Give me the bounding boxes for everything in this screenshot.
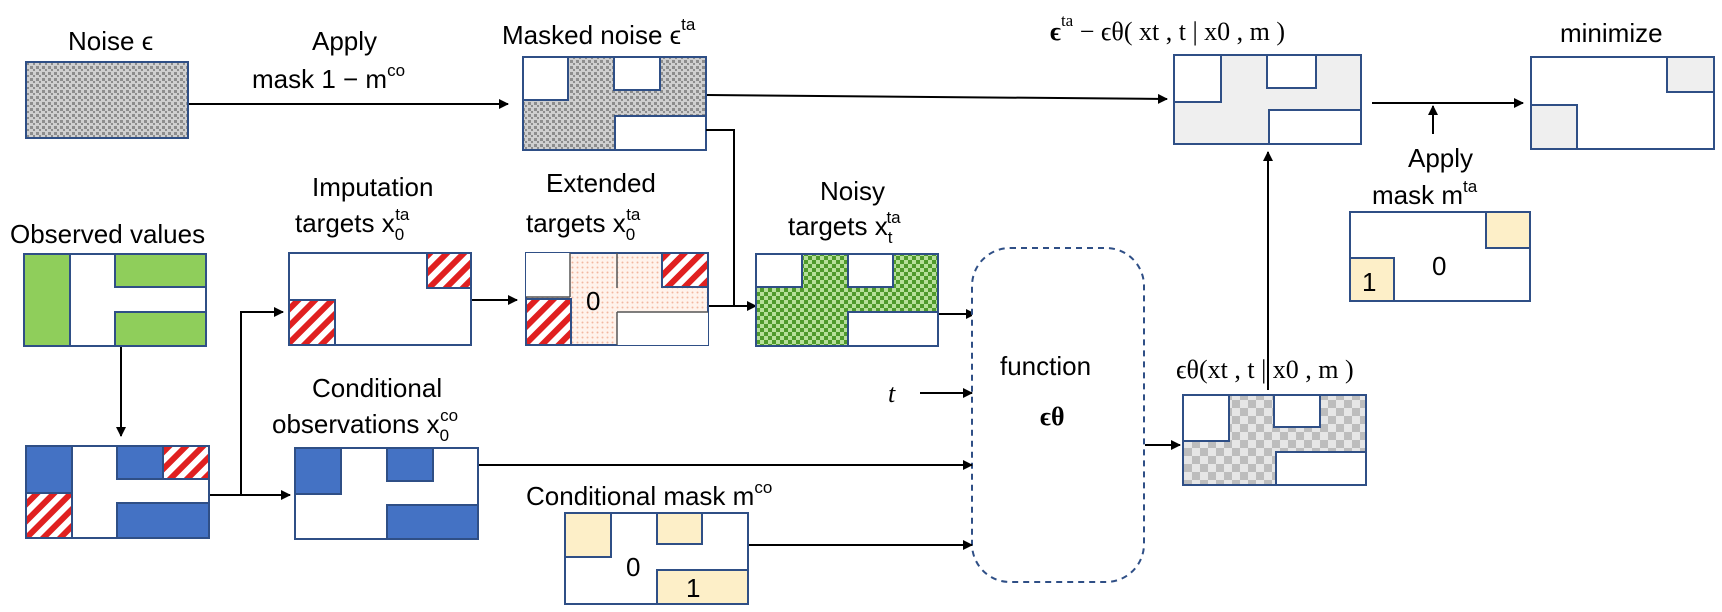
noisy-label-line1: Noisy	[820, 176, 885, 206]
extended-label-line2: targets x0ta	[526, 205, 641, 244]
svg-text:1: 1	[1362, 267, 1376, 297]
minimize-label: minimize	[1560, 18, 1663, 48]
imputation-targets-box	[288, 252, 472, 346]
arrow-masked-to-noisy	[706, 129, 735, 306]
extended-targets-box: 0	[525, 252, 709, 346]
apply-mask-label-line1: Apply	[312, 26, 377, 56]
svg-text:1: 1	[686, 573, 700, 603]
apply-mask-ta-line2: mask mta	[1372, 177, 1478, 210]
noise-label: Noise ϵ	[68, 26, 153, 56]
function-label: function	[1000, 351, 1091, 381]
masked-noise-box	[522, 56, 707, 151]
t-input-label: t	[888, 379, 896, 408]
loss-expression: ϵta − ϵθ( xt , t | x0 , m )	[1050, 11, 1285, 46]
masked-noise-label: Masked noise ϵta	[502, 15, 696, 50]
function-symbol: ϵθ	[1040, 402, 1065, 431]
conditional-label-line2: observations x0co	[272, 406, 458, 445]
noisy-targets-box	[755, 253, 939, 347]
loss-box	[1173, 54, 1362, 145]
minimize-box	[1530, 56, 1715, 150]
noise-box	[25, 61, 189, 139]
conditional-observations-box	[294, 447, 479, 540]
svg-text:0: 0	[586, 286, 600, 316]
function-node	[971, 247, 1145, 583]
arrow-split-to-imputation	[210, 307, 284, 496]
extended-label-line1: Extended	[546, 168, 656, 198]
arrow-masked-to-loss	[706, 93, 1168, 104]
mask-ta-box: 1 0	[1349, 211, 1531, 302]
imputation-label-line1: Imputation	[312, 172, 433, 202]
observed-values-label: Observed values	[10, 219, 205, 249]
output-box	[1182, 394, 1367, 486]
conditional-label-line1: Conditional	[312, 373, 442, 403]
cond-mask-label: Conditional mask mco	[526, 478, 772, 511]
svg-text:0: 0	[1432, 251, 1446, 281]
svg-text:0: 0	[626, 552, 640, 582]
noisy-label-line2: targets xtta	[788, 208, 901, 247]
observed-values-box	[23, 253, 207, 347]
apply-mask-ta-line1: Apply	[1408, 143, 1473, 173]
imputation-label-line2: targets x0ta	[295, 205, 410, 244]
cond-mask-box: 0 1	[564, 512, 749, 605]
combined-observed-box	[25, 445, 210, 539]
output-expression: ϵθ(xt , t | x0 , m )	[1176, 355, 1354, 384]
apply-mask-label-line2: mask 1 − mco	[252, 61, 405, 94]
